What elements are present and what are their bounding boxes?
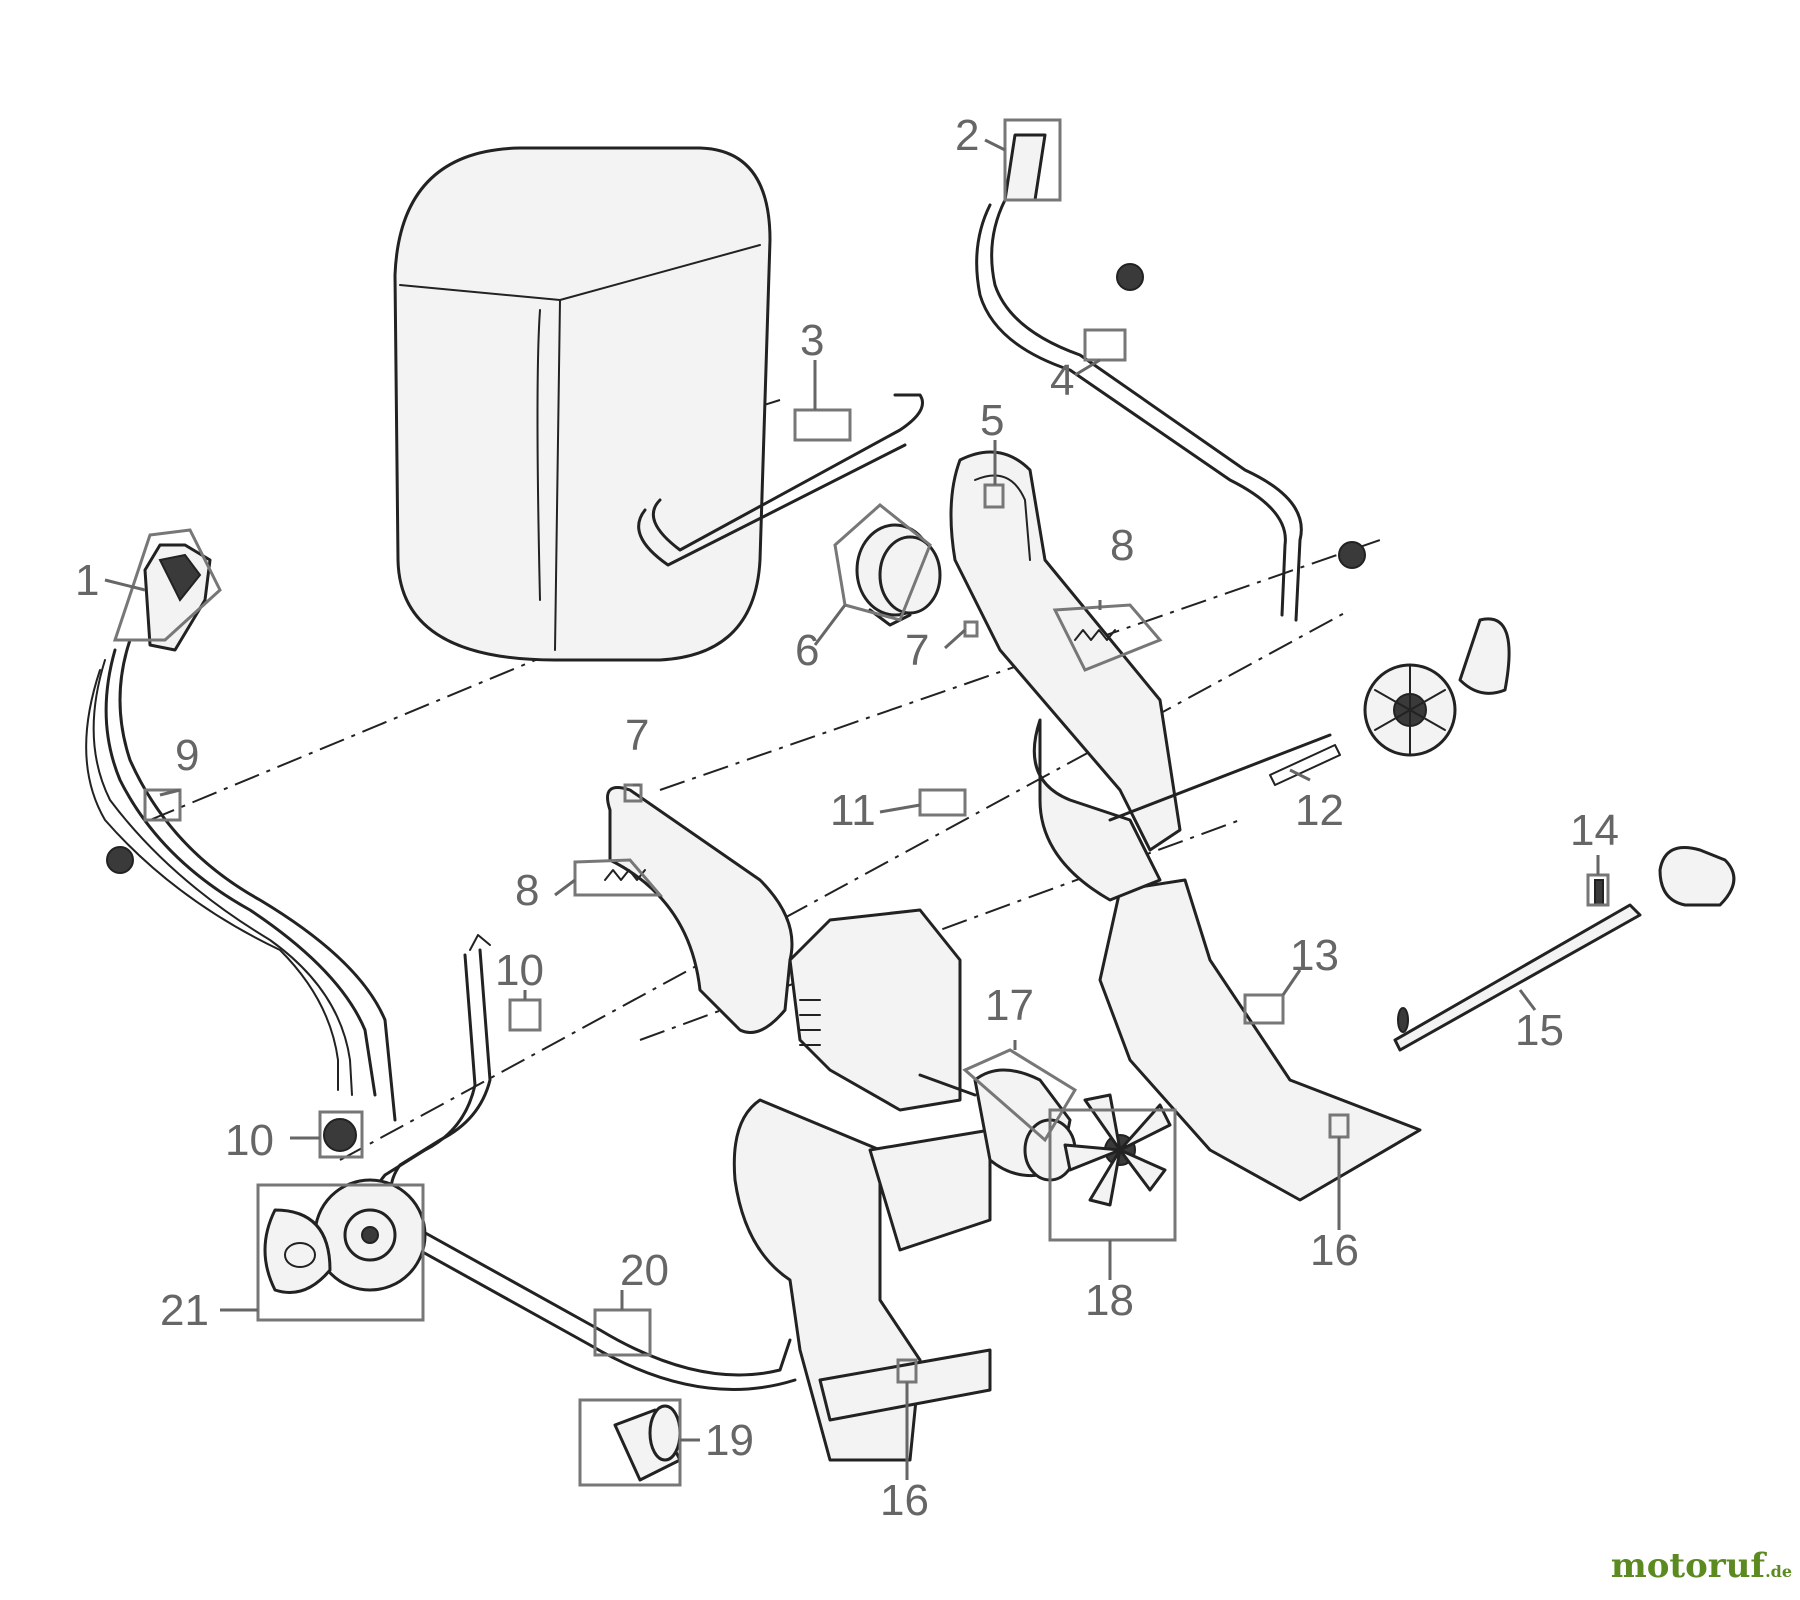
- callout-17: 17: [985, 981, 1034, 1030]
- watermark-text-main: motoruf: [1610, 1546, 1766, 1586]
- strip-15: [1393, 846, 1736, 1052]
- callout-2: 2: [955, 111, 979, 160]
- callout-9: 9: [175, 731, 199, 780]
- callout-20: 20: [620, 1246, 669, 1295]
- knob-10: [323, 1118, 357, 1152]
- callout-10a: 10: [495, 946, 544, 995]
- handle-with-control-lever: [85, 543, 397, 1122]
- callout-13: 13: [1290, 931, 1339, 980]
- watermark-logo: motoruf.de: [1611, 1546, 1792, 1586]
- callout-11: 11: [830, 786, 876, 835]
- callout-boxes: [112, 118, 1610, 1487]
- callout-1: 1: [75, 556, 99, 605]
- wheel-right: [1363, 617, 1511, 757]
- grass-bag: [393, 146, 772, 662]
- callout-21: 21: [160, 1286, 209, 1335]
- spring-8b: [604, 869, 646, 881]
- callout-12: 12: [1295, 786, 1344, 835]
- callout-14: 14: [1570, 806, 1619, 855]
- rod-12: [1108, 733, 1341, 822]
- callout-15: 15: [1515, 1006, 1564, 1055]
- callout-16a: 16: [1310, 1226, 1359, 1275]
- callout-numbers: 1 2 3 4 5 6 7 7 8 8 9 10 10 11 12 13 14 …: [75, 111, 1619, 1525]
- adapter-ring: [855, 523, 942, 627]
- wheel-left: [263, 1178, 427, 1294]
- upper-housing-cover: [949, 450, 1182, 852]
- callout-7a: 7: [905, 626, 929, 675]
- callout-5: 5: [980, 396, 1004, 445]
- callout-8b: 8: [515, 866, 539, 915]
- callout-8a: 8: [1110, 521, 1134, 570]
- callout-3: 3: [800, 316, 824, 365]
- callout-7b: 7: [625, 711, 649, 760]
- spring-8a: [1074, 629, 1116, 641]
- callout-19: 19: [705, 1416, 754, 1465]
- connecting-bar-3: [637, 393, 924, 567]
- tube-19: [613, 1404, 682, 1482]
- engine-housing: [606, 786, 992, 1462]
- callout-6: 6: [795, 626, 819, 675]
- discharge-chute-right: [1032, 718, 1422, 1202]
- leader-lines: [104, 138, 1600, 1480]
- watermark-text-tld: .de: [1765, 1562, 1792, 1581]
- callout-10b: 10: [225, 1116, 274, 1165]
- callout-16b: 16: [880, 1476, 929, 1525]
- callout-18: 18: [1085, 1276, 1134, 1325]
- callout-4: 4: [1050, 356, 1074, 405]
